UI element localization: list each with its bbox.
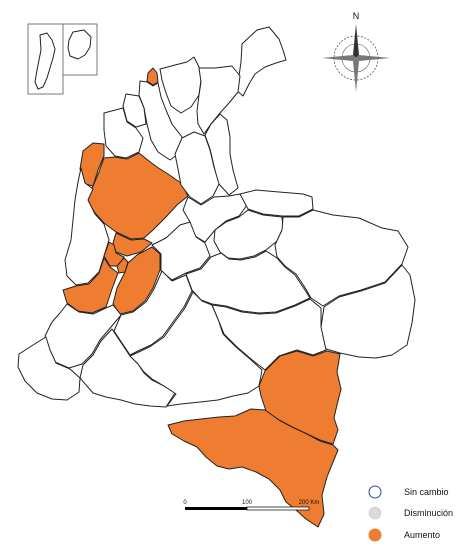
department-sucre[interactable] <box>122 93 147 128</box>
department-valle-del-cauca[interactable] <box>62 257 119 314</box>
department-santander[interactable] <box>174 131 220 205</box>
department-magdalena[interactable] <box>159 56 202 114</box>
compass-north-label: N <box>353 11 360 21</box>
compass-east-point <box>356 55 390 61</box>
compass-north-point <box>353 24 359 58</box>
island-insets <box>27 23 98 95</box>
department-guaviare[interactable] <box>211 298 327 371</box>
legend-swatch-aumento <box>368 528 382 542</box>
compass-south-point <box>353 58 359 92</box>
legend-label-sin-cambio: Sin cambio <box>404 487 449 497</box>
scale-bar: 0 100 200 Km <box>183 500 320 511</box>
legend-label-disminucion: Disminución <box>404 508 453 518</box>
departments <box>17 26 416 528</box>
department-cundinamarca[interactable] <box>151 221 211 281</box>
department-providencia[interactable] <box>67 29 92 60</box>
legend: Sin cambio Disminución Aumento <box>368 485 453 542</box>
department-narino[interactable] <box>17 336 81 401</box>
legend-swatch-disminucion <box>368 506 382 520</box>
scale-bar-segment-2 <box>246 506 310 511</box>
compass-nw-point <box>340 42 356 58</box>
department-choco[interactable] <box>64 167 110 286</box>
legend-label-aumento: Aumento <box>404 530 440 540</box>
compass-ne-point <box>356 42 372 58</box>
compass-sw-point <box>340 58 356 74</box>
compass-west-point <box>322 55 356 61</box>
department-risaralda[interactable] <box>103 241 125 267</box>
department-vichada[interactable] <box>274 209 409 307</box>
department-amazonas[interactable] <box>167 408 339 528</box>
department-tolima[interactable] <box>112 246 161 315</box>
department-atlantico[interactable] <box>146 67 159 86</box>
scale-label-200: 200 Km <box>299 500 320 506</box>
inset-frame-right <box>62 23 98 76</box>
department-putumayo[interactable] <box>79 328 176 408</box>
scale-label-100: 100 <box>242 500 253 506</box>
department-san-andres[interactable] <box>34 32 56 90</box>
scale-bar-segment-1 <box>185 507 247 510</box>
department-cordoba[interactable] <box>103 107 144 159</box>
department-arauca[interactable] <box>239 189 314 217</box>
scale-label-0: 0 <box>183 500 187 506</box>
department-guainia[interactable] <box>319 264 416 359</box>
department-cauca[interactable] <box>44 303 122 369</box>
department-caqueta[interactable] <box>129 291 263 407</box>
department-la-guajira[interactable] <box>234 26 287 97</box>
compass-se-point <box>356 58 372 74</box>
compass-rose: N <box>322 11 390 92</box>
legend-swatch-sin-cambio <box>368 485 382 499</box>
department-huila[interactable] <box>113 270 193 356</box>
department-antioquia[interactable] <box>86 152 189 240</box>
department-meta[interactable] <box>185 250 311 314</box>
